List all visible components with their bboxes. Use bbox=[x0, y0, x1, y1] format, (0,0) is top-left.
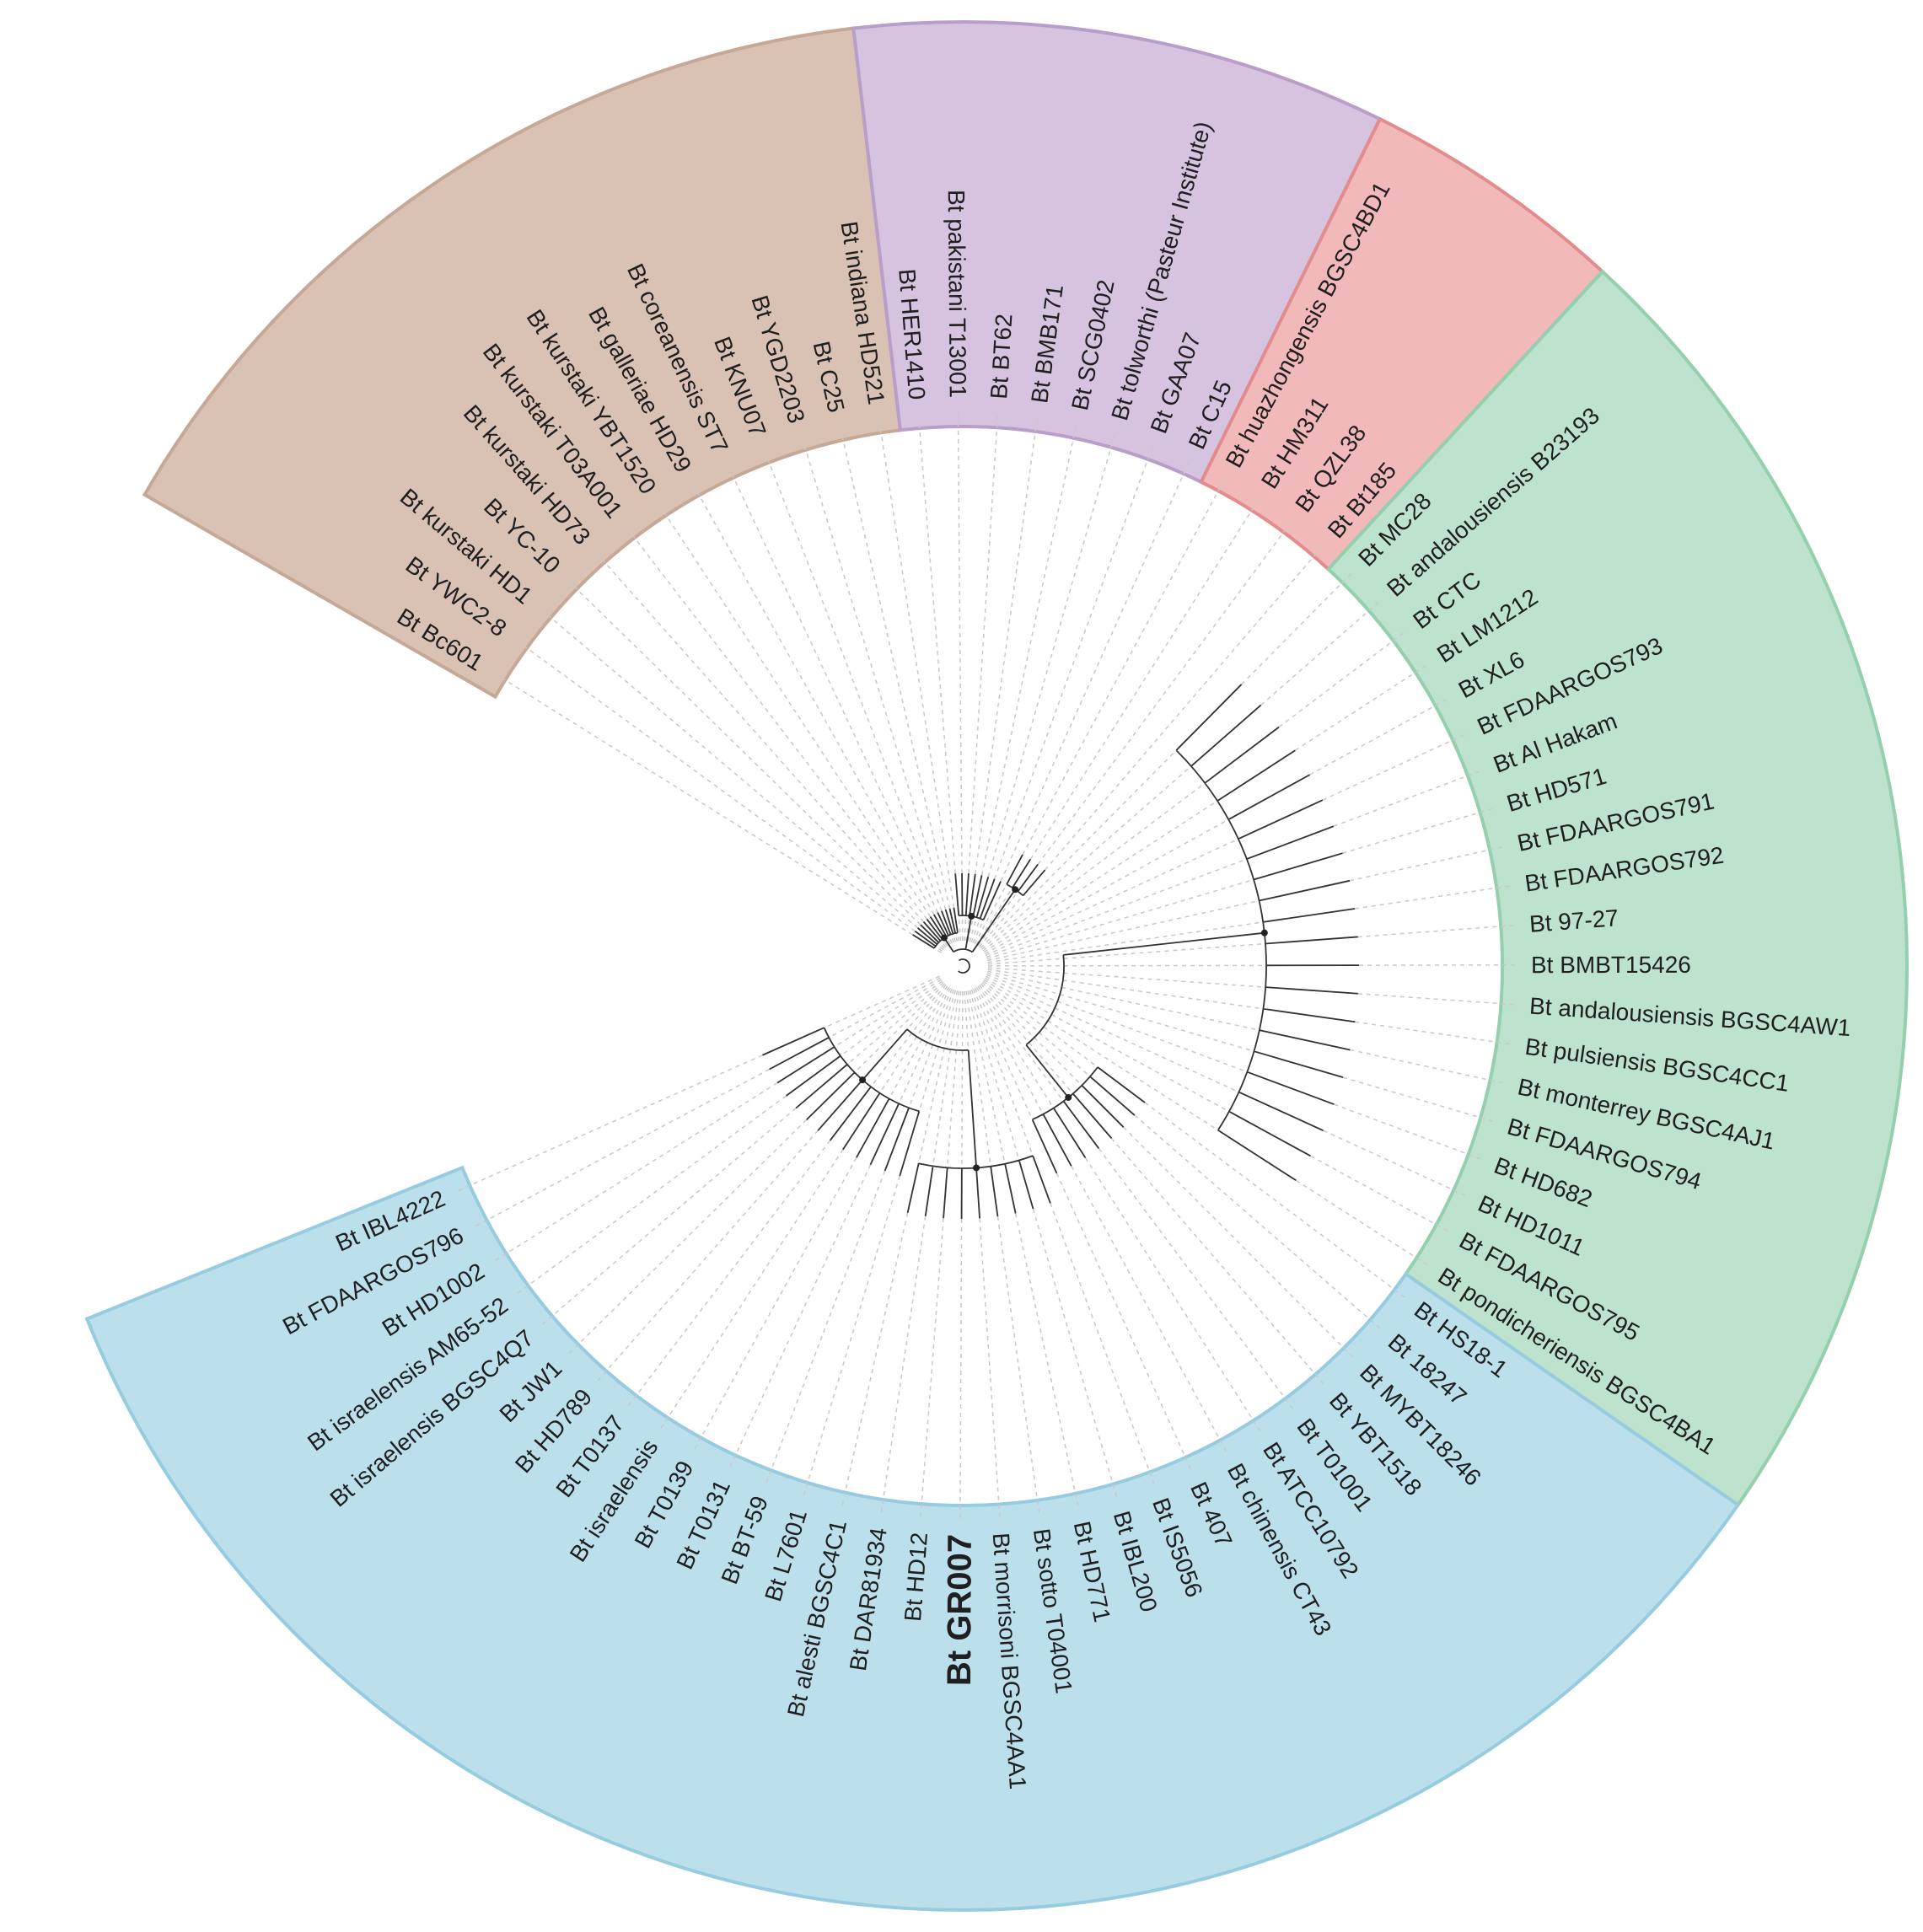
guide-line bbox=[965, 414, 1039, 942]
guide-line bbox=[879, 990, 960, 1516]
tree-branches bbox=[762, 684, 1360, 1220]
guide-line bbox=[566, 983, 946, 1357]
guide-line bbox=[987, 970, 1507, 1085]
guide-line bbox=[878, 416, 960, 942]
guide-line bbox=[986, 972, 1497, 1124]
guide-line bbox=[980, 983, 1356, 1360]
guide-line bbox=[983, 663, 1431, 953]
guide-line bbox=[802, 990, 957, 1500]
guide-line bbox=[970, 989, 1157, 1489]
guide-line bbox=[454, 975, 940, 1194]
guide-line bbox=[957, 410, 964, 942]
leaf-guide-lines bbox=[454, 410, 1520, 1522]
guide-line bbox=[841, 990, 959, 1510]
guide-line bbox=[977, 985, 1297, 1413]
guide-line bbox=[564, 577, 946, 949]
guide-line bbox=[983, 979, 1432, 1268]
guide-line bbox=[917, 411, 962, 942]
guide-line bbox=[987, 884, 1514, 963]
guide-line bbox=[491, 979, 943, 1264]
guide-line bbox=[967, 990, 1080, 1511]
guide-line bbox=[972, 458, 1191, 943]
guide-line bbox=[987, 924, 1518, 965]
guide-line bbox=[972, 989, 1194, 1473]
guide-line bbox=[979, 985, 1327, 1388]
guide-line bbox=[762, 446, 954, 943]
guide-line bbox=[984, 696, 1451, 955]
clade-sector-blue bbox=[84, 1165, 1741, 1913]
guide-line bbox=[982, 630, 1407, 952]
guide-line bbox=[982, 980, 1409, 1301]
guide-line bbox=[986, 769, 1484, 958]
guide-line bbox=[975, 986, 1264, 1436]
guide-line bbox=[980, 570, 1355, 949]
guide-line bbox=[800, 433, 956, 942]
guide-line bbox=[513, 980, 943, 1296]
guide-line bbox=[984, 977, 1452, 1234]
guide-line bbox=[987, 845, 1507, 962]
guide-line bbox=[986, 974, 1485, 1162]
clade-sectors bbox=[84, 20, 1909, 1913]
guide-line bbox=[490, 670, 942, 953]
leaf-label: Bt BMBT15426 bbox=[1531, 952, 1691, 978]
leaf-label: Bt BT62 bbox=[986, 313, 1017, 400]
guide-line bbox=[987, 969, 1514, 1045]
node-dot bbox=[859, 1076, 867, 1084]
clade-sector-purple bbox=[851, 20, 1383, 485]
guide-line bbox=[725, 462, 953, 944]
guide-line bbox=[625, 985, 948, 1409]
guide-line bbox=[964, 411, 999, 942]
guide-line bbox=[981, 982, 1383, 1332]
guide-line bbox=[690, 480, 951, 945]
guide-line bbox=[537, 606, 944, 951]
guide-line bbox=[969, 431, 1117, 942]
guide-line bbox=[987, 964, 1520, 967]
clade-sector-brown bbox=[142, 26, 903, 700]
guide-line bbox=[985, 732, 1469, 957]
branch-paths bbox=[762, 684, 1360, 1220]
guide-line bbox=[967, 421, 1078, 942]
guide-line bbox=[764, 989, 955, 1487]
guide-line bbox=[471, 977, 941, 1229]
node-dot bbox=[973, 1164, 980, 1172]
node-dot bbox=[1260, 929, 1268, 936]
guide-line bbox=[593, 549, 947, 948]
guide-line bbox=[838, 423, 959, 942]
guide-line bbox=[965, 990, 1040, 1517]
guide-line bbox=[969, 990, 1119, 1501]
guide-line bbox=[692, 987, 952, 1453]
guide-line bbox=[658, 986, 950, 1433]
guide-line bbox=[959, 990, 964, 1522]
guide-line bbox=[728, 988, 953, 1471]
guide-line bbox=[539, 981, 944, 1328]
node-dot bbox=[1012, 886, 1019, 894]
guide-line bbox=[513, 637, 943, 952]
guide-line bbox=[970, 443, 1155, 943]
guide-line bbox=[985, 975, 1469, 1198]
guide-line bbox=[623, 523, 948, 947]
guide-line bbox=[919, 990, 962, 1521]
guide-line bbox=[974, 988, 1229, 1456]
guide-line bbox=[656, 501, 950, 946]
guide-line bbox=[981, 598, 1383, 950]
leaf-label-highlighted: Bt GR007 bbox=[941, 1534, 979, 1686]
node-dot bbox=[968, 912, 975, 920]
leaf-label: Bt pakistani T13001 bbox=[943, 190, 971, 398]
clade-sector-green bbox=[1325, 269, 1909, 1508]
guide-line bbox=[987, 967, 1518, 1006]
guide-line bbox=[986, 807, 1496, 960]
node-dot bbox=[1065, 1093, 1072, 1101]
node-dot bbox=[941, 934, 948, 942]
